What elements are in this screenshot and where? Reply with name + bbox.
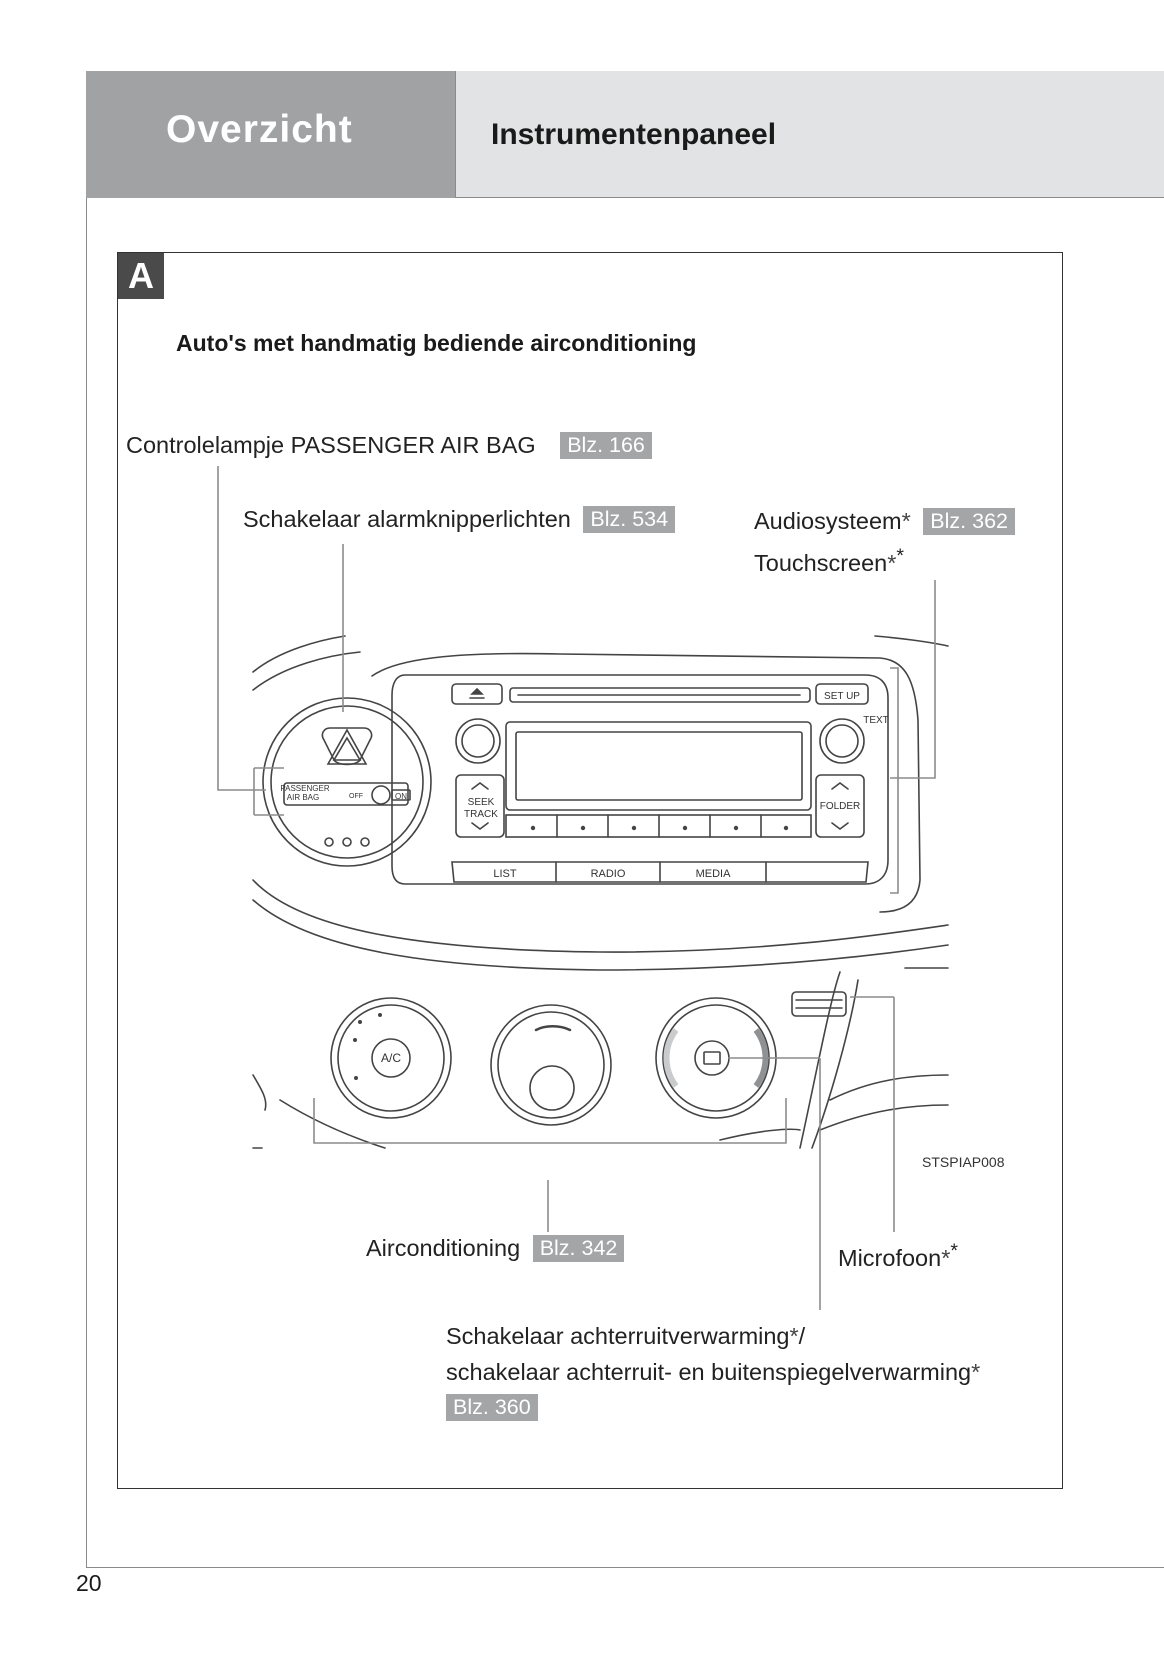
seek-label: SEEK [468,797,495,808]
track-label: TRACK [464,809,498,820]
radio-label: RADIO [591,868,626,880]
list-label: LIST [493,868,517,880]
off-label: OFF [349,793,363,800]
box-label-badge: A [118,253,164,299]
text-button-label: TEXT [863,715,889,726]
section-header-bar [86,71,456,198]
setup-text: SET UP [824,691,860,702]
box-subtitle: Auto's met handmatig bediende airconditi… [176,330,697,356]
callout-rear-defogger-line1: Schakelaar achterruitverwarming*/ [446,1323,806,1349]
airbag-label: AIR BAG [287,793,319,802]
page-ref-342[interactable]: Blz. 342 [532,1235,625,1262]
callout-airconditioning: Airconditioning Blz. 342 [366,1235,625,1262]
callout-audio-system: Audiosysteem* Blz. 362 [754,508,1015,535]
media-label: MEDIA [696,868,732,880]
page-ref-362[interactable]: Blz. 362 [923,508,1015,535]
chapter-header-bar [456,71,1164,198]
page-ref-534[interactable]: Blz. 534 [583,506,676,533]
passenger-label: PASSENGER [280,784,329,793]
callout-rear-defogger-page: Blz. 360 [446,1394,538,1421]
callout-passenger-airbag: Controlelampje PASSENGER AIR BAG Blz. 16… [126,432,652,459]
section-title: Overzicht [166,108,353,151]
callout-rear-defogger-line2: schakelaar achterruit- en buitenspiegelv… [446,1359,981,1385]
callout-touchscreen: Touchscreen** [754,545,905,576]
ac-label: A/C [381,1051,401,1065]
image-code: STSPIAP008 [922,1154,1005,1170]
page-ref-360[interactable]: Blz. 360 [446,1394,538,1421]
page-number: 20 [76,1570,102,1596]
page-ref-166[interactable]: Blz. 166 [560,432,652,459]
chapter-title: Instrumentenpaneel [491,118,777,151]
folder-label: FOLDER [820,801,861,812]
callout-microphone: Microfoon** [838,1240,958,1271]
on-label: ON [395,792,407,801]
callout-hazard-switch: Schakelaar alarmknipperlichten Blz. 534 [243,506,676,533]
content-box [117,252,1063,1489]
